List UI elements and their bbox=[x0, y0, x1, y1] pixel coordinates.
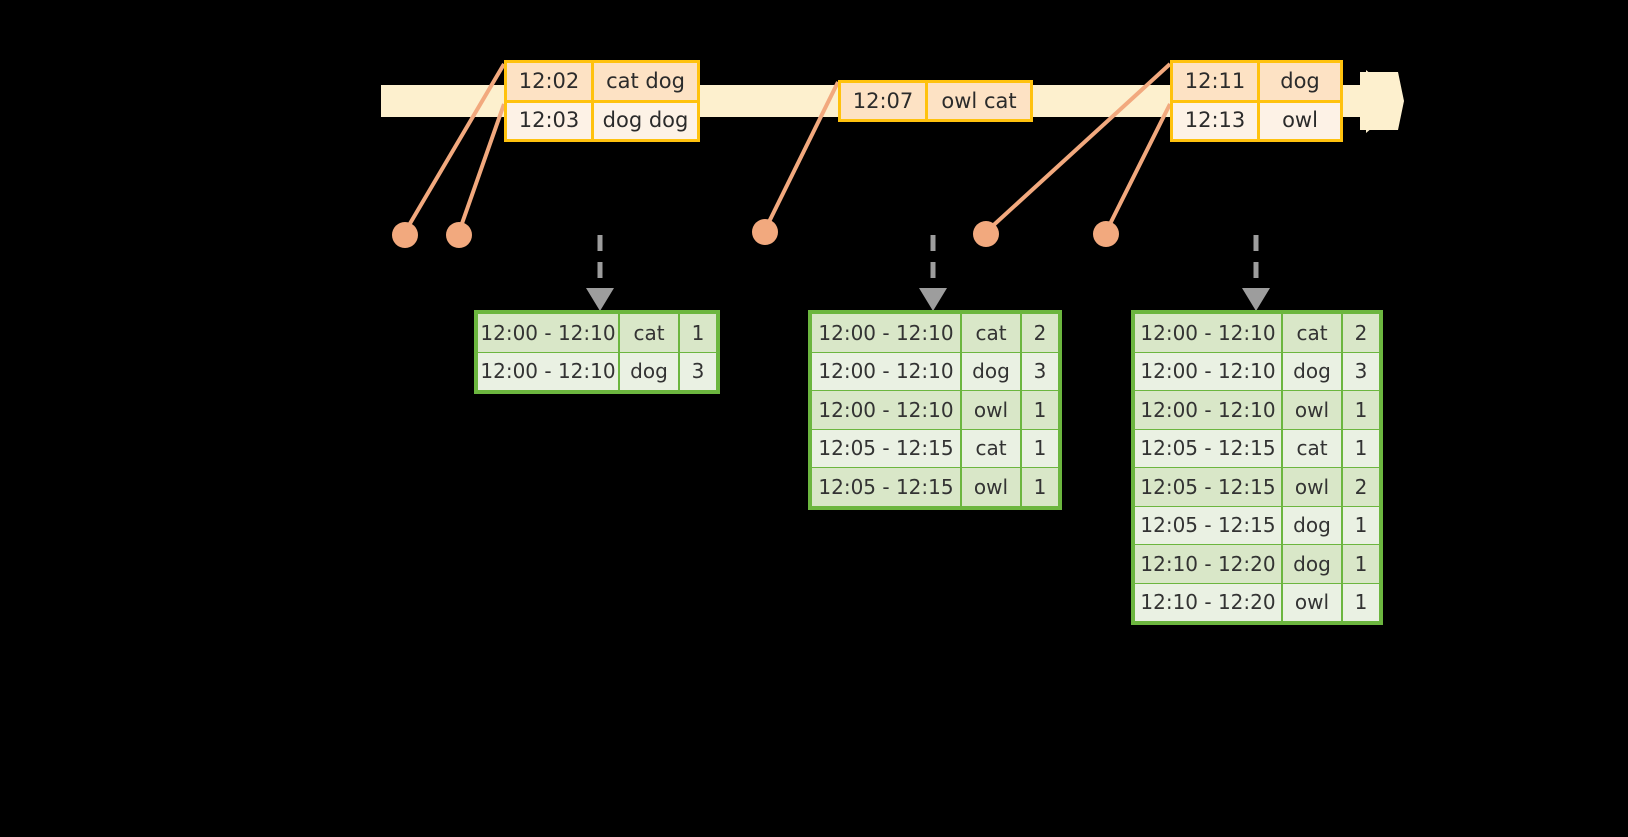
cell-window: 12:05 - 12:15 bbox=[1135, 468, 1281, 506]
dashed-arrows bbox=[597, 235, 1259, 288]
table-row[interactable]: 12:00 - 12:10 owl 1 bbox=[1135, 391, 1379, 429]
table-row[interactable]: 12:00 - 12:10 cat 1 bbox=[478, 314, 716, 352]
cell-word: dog bbox=[962, 352, 1020, 390]
cell-window: 12:00 - 12:10 bbox=[478, 352, 618, 390]
event-words: dog dog bbox=[594, 102, 697, 139]
cell-word: dog bbox=[1283, 352, 1341, 390]
cell-word: dog bbox=[1283, 545, 1341, 583]
cell-count: 1 bbox=[1022, 391, 1058, 429]
event-row[interactable]: 12:11 dog bbox=[1173, 63, 1340, 100]
event-time: 12:03 bbox=[507, 102, 594, 139]
cell-word: owl bbox=[1283, 583, 1341, 621]
table-row[interactable]: 12:00 - 12:10 dog 3 bbox=[812, 352, 1058, 390]
table-row[interactable]: 12:00 - 12:10 cat 2 bbox=[812, 314, 1058, 352]
marker-12-03 bbox=[446, 222, 472, 248]
cell-count: 3 bbox=[680, 352, 716, 390]
cell-count: 3 bbox=[1022, 352, 1058, 390]
cell-word: cat bbox=[620, 314, 678, 352]
table-row[interactable]: 12:05 - 12:15 cat 1 bbox=[812, 429, 1058, 467]
cell-count: 1 bbox=[1022, 468, 1058, 506]
event-words: owl bbox=[1260, 102, 1340, 139]
event-markers bbox=[392, 219, 1119, 248]
event-time: 12:02 bbox=[507, 63, 594, 100]
table-row[interactable]: 12:10 - 12:20 dog 1 bbox=[1135, 545, 1379, 583]
cell-window: 12:00 - 12:10 bbox=[812, 391, 960, 429]
event-words: cat dog bbox=[594, 63, 697, 100]
table-row[interactable]: 12:05 - 12:15 owl 1 bbox=[812, 468, 1058, 506]
cell-count: 2 bbox=[1343, 468, 1379, 506]
cell-window: 12:00 - 12:10 bbox=[478, 314, 618, 352]
cell-count: 1 bbox=[1343, 506, 1379, 544]
cell-count: 2 bbox=[1343, 314, 1379, 352]
event-row[interactable]: 12:03 dog dog bbox=[507, 99, 697, 139]
cell-word: owl bbox=[962, 391, 1020, 429]
cell-window: 12:00 - 12:10 bbox=[812, 352, 960, 390]
cell-word: cat bbox=[1283, 429, 1341, 467]
cell-count: 1 bbox=[680, 314, 716, 352]
table-row[interactable]: 12:00 - 12:10 dog 3 bbox=[478, 352, 716, 390]
marker-12-07 bbox=[752, 219, 778, 245]
cell-window: 12:05 - 12:15 bbox=[1135, 506, 1281, 544]
table-row[interactable]: 12:00 - 12:10 dog 3 bbox=[1135, 352, 1379, 390]
event-words: owl cat bbox=[928, 83, 1030, 119]
cell-word: owl bbox=[1283, 468, 1341, 506]
window-counts-table-3[interactable]: 12:00 - 12:10 cat 2 12:00 - 12:10 dog 3 … bbox=[1131, 310, 1383, 625]
cell-window: 12:05 - 12:15 bbox=[1135, 429, 1281, 467]
cell-window: 12:00 - 12:10 bbox=[812, 314, 960, 352]
cell-word: cat bbox=[962, 314, 1020, 352]
cell-word: owl bbox=[1283, 391, 1341, 429]
event-row[interactable]: 12:13 owl bbox=[1173, 99, 1340, 139]
cell-window: 12:10 - 12:20 bbox=[1135, 545, 1281, 583]
event-time: 12:07 bbox=[841, 83, 928, 119]
event-group-3[interactable]: 12:11 dog 12:13 owl bbox=[1170, 60, 1343, 142]
cell-window: 12:00 - 12:10 bbox=[1135, 314, 1281, 352]
cell-word: cat bbox=[1283, 314, 1341, 352]
window-counts-table-2[interactable]: 12:00 - 12:10 cat 2 12:00 - 12:10 dog 3 … bbox=[808, 310, 1062, 510]
event-row[interactable]: 12:07 owl cat bbox=[841, 83, 1030, 119]
event-group-2[interactable]: 12:07 owl cat bbox=[838, 80, 1033, 122]
marker-12-02 bbox=[392, 222, 418, 248]
window-counts-table-1[interactable]: 12:00 - 12:10 cat 1 12:00 - 12:10 dog 3 bbox=[474, 310, 720, 394]
cell-count: 1 bbox=[1343, 583, 1379, 621]
marker-12-13 bbox=[1093, 221, 1119, 247]
dashed-arrow-heads bbox=[586, 288, 1270, 311]
cell-window: 12:10 - 12:20 bbox=[1135, 583, 1281, 621]
event-row[interactable]: 12:02 cat dog bbox=[507, 63, 697, 100]
table-row[interactable]: 12:00 - 12:10 owl 1 bbox=[812, 391, 1058, 429]
cell-count: 1 bbox=[1022, 429, 1058, 467]
cell-word: cat bbox=[962, 429, 1020, 467]
cell-count: 1 bbox=[1343, 391, 1379, 429]
cell-word: owl bbox=[962, 468, 1020, 506]
cell-window: 12:05 - 12:15 bbox=[812, 429, 960, 467]
cell-count: 3 bbox=[1343, 352, 1379, 390]
cell-count: 1 bbox=[1343, 429, 1379, 467]
marker-12-11 bbox=[973, 221, 999, 247]
cell-word: dog bbox=[1283, 506, 1341, 544]
event-group-1[interactable]: 12:02 cat dog 12:03 dog dog bbox=[504, 60, 700, 142]
event-words: dog bbox=[1260, 63, 1340, 100]
event-time: 12:11 bbox=[1173, 63, 1260, 100]
cell-window: 12:00 - 12:10 bbox=[1135, 391, 1281, 429]
cell-window: 12:00 - 12:10 bbox=[1135, 352, 1281, 390]
cell-count: 1 bbox=[1343, 545, 1379, 583]
cell-count: 2 bbox=[1022, 314, 1058, 352]
cell-word: dog bbox=[620, 352, 678, 390]
table-row[interactable]: 12:10 - 12:20 owl 1 bbox=[1135, 583, 1379, 621]
table-row[interactable]: 12:00 - 12:10 cat 2 bbox=[1135, 314, 1379, 352]
table-row[interactable]: 12:05 - 12:15 cat 1 bbox=[1135, 429, 1379, 467]
table-row[interactable]: 12:05 - 12:15 dog 1 bbox=[1135, 506, 1379, 544]
cell-window: 12:05 - 12:15 bbox=[812, 468, 960, 506]
table-row[interactable]: 12:05 - 12:15 owl 2 bbox=[1135, 468, 1379, 506]
event-time: 12:13 bbox=[1173, 102, 1260, 139]
